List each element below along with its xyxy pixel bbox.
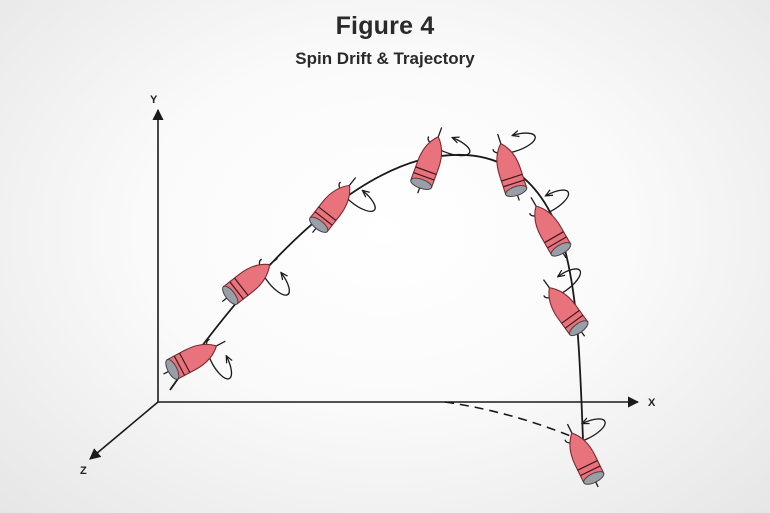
x-axis-label: X: [648, 397, 656, 409]
bullet-base: [505, 185, 528, 197]
bullet-band: [179, 352, 191, 373]
bullet-band: [173, 355, 186, 376]
bullet-band: [544, 231, 564, 244]
bullet: [542, 268, 589, 337]
bullet-band: [501, 173, 523, 182]
bullet-band: [318, 206, 337, 221]
bullet-base: [222, 285, 239, 305]
bullet-band: [413, 171, 435, 181]
figure-subtitle: Spin Drift & Trajectory: [295, 49, 475, 68]
bullet: [529, 180, 572, 259]
bullet-band: [234, 277, 249, 296]
bullet-band: [415, 166, 437, 175]
bullet-band: [503, 179, 525, 188]
bullet-body: [534, 205, 572, 256]
bullet: [564, 409, 606, 488]
bullets-group: [163, 123, 606, 488]
z-axis-label: Z: [80, 465, 87, 477]
z-axis-line: [89, 401, 159, 460]
bullet-band: [564, 314, 584, 329]
bullet-base: [583, 471, 605, 485]
bullet-band: [314, 211, 333, 226]
bullet: [221, 257, 290, 305]
bullet: [492, 123, 536, 201]
axes: Y X Z: [80, 94, 656, 477]
drift-projection-line: [444, 401, 586, 443]
figure-title: Figure 4: [335, 12, 435, 40]
bullet-base: [568, 320, 589, 337]
bullet-base: [309, 216, 329, 233]
bullet-band: [577, 460, 598, 471]
y-axis-label: Y: [150, 94, 158, 106]
bullet-band: [547, 236, 567, 249]
bullet-base: [550, 242, 572, 257]
bullet: [309, 177, 376, 234]
bullet: [410, 127, 471, 194]
bullet: [163, 338, 241, 380]
bullet-base: [410, 177, 433, 190]
bullet-band: [229, 281, 244, 300]
bullet-band: [561, 309, 580, 324]
bullet-base: [165, 358, 180, 380]
bullet-band: [580, 465, 601, 477]
